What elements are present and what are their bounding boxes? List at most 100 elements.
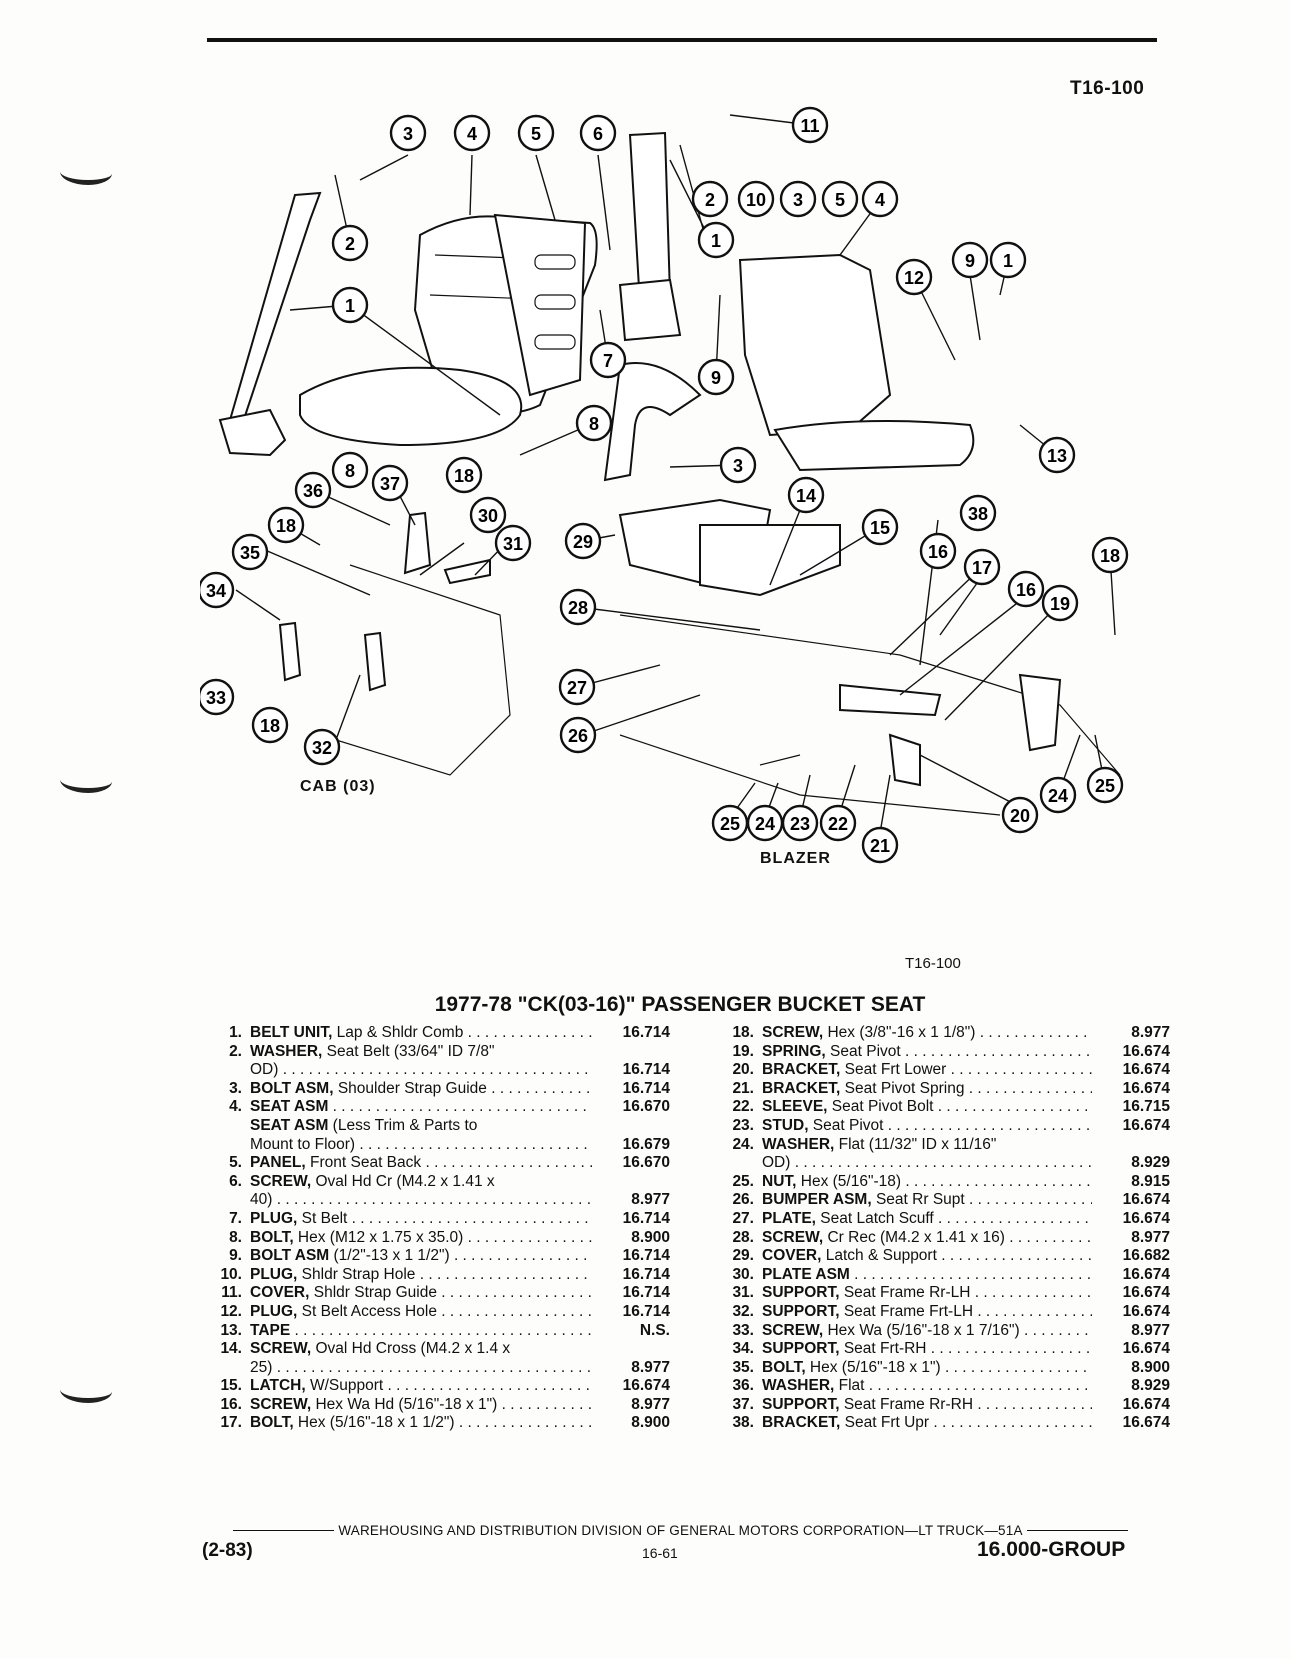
part-description: SUPPORT, Seat Frame Rr-RH <box>762 1396 1092 1415</box>
parts-row: 1.BELT UNIT, Lap & Shldr Comb16.714 <box>200 1024 670 1043</box>
svg-text:15: 15 <box>870 518 890 538</box>
part-name: LATCH, <box>250 1377 306 1395</box>
svg-text:7: 7 <box>603 351 613 371</box>
group-number: 16.714 <box>622 1302 670 1320</box>
callout-19: 19 <box>1041 584 1079 622</box>
svg-text:21: 21 <box>870 836 890 856</box>
parts-row: OD)16.714 <box>200 1061 670 1080</box>
part-description: WASHER, Flat (11/32" ID x 11/16" <box>762 1135 997 1153</box>
callout-7: 7 <box>589 341 627 379</box>
parts-row: 13.TAPEN.S. <box>200 1322 670 1341</box>
svg-text:29: 29 <box>573 532 593 552</box>
binder-hole-mark <box>60 768 112 793</box>
svg-text:10: 10 <box>746 190 766 210</box>
svg-text:23: 23 <box>790 814 810 834</box>
svg-text:24: 24 <box>1048 786 1068 806</box>
svg-text:9: 9 <box>711 368 721 388</box>
callout-21: 21 <box>861 826 899 864</box>
blazer-label: BLAZER <box>760 850 831 867</box>
part-description: BUMPER ASM, Seat Rr Supt <box>762 1191 1092 1210</box>
svg-text:4: 4 <box>875 190 885 210</box>
part-name: PLUG, <box>250 1302 298 1320</box>
part-name: SUPPORT, <box>762 1395 840 1413</box>
part-description: SEAT ASM (Less Trim & Parts to <box>250 1116 478 1134</box>
svg-text:26: 26 <box>568 726 588 746</box>
parts-row: 11.COVER, Shldr Strap Guide16.714 <box>200 1284 670 1303</box>
part-number: 20. <box>732 1061 754 1079</box>
parts-row: 14.SCREW, Oval Hd Cross (M4.2 x 1.4 x <box>200 1340 670 1359</box>
part-name: SCREW, <box>250 1340 312 1358</box>
callout-5: 5 <box>517 114 555 152</box>
part-description: SUPPORT, Seat Frame Frt-LH <box>762 1303 1092 1322</box>
group-number: 16.674 <box>622 1377 670 1395</box>
parts-row: 17.BOLT, Hex (5/16"-18 x 1 1/2")8.900 <box>200 1414 670 1433</box>
callout-balloons: 1112233344556788991011121314151616171818… <box>200 106 1129 864</box>
part-description: BRACKET, Seat Frt Upr <box>762 1414 1092 1433</box>
part-name: SUPPORT, <box>762 1340 840 1358</box>
callout-24: 24 <box>746 804 784 842</box>
part-number: 14. <box>220 1340 242 1358</box>
group-number: 16.714 <box>622 1061 670 1079</box>
part-name: SCREW, <box>250 1172 312 1190</box>
group-number: 16.674 <box>1122 1061 1170 1079</box>
footer-group: 16.000-GROUP <box>977 1538 1126 1561</box>
part-description: 40) <box>250 1191 592 1210</box>
svg-text:19: 19 <box>1050 594 1070 614</box>
part-number: 6. <box>229 1172 242 1190</box>
parts-row: 4.SEAT ASM16.670 <box>200 1098 670 1117</box>
group-number: 16.674 <box>1122 1265 1170 1283</box>
callout-16: 16 <box>919 532 957 570</box>
callout-29: 29 <box>564 522 602 560</box>
parts-list-right: 18.SCREW, Hex (3/8"-16 x 1 1/8")8.97719.… <box>712 1024 1170 1433</box>
part-number: 1. <box>229 1024 242 1041</box>
part-description: Mount to Floor) <box>250 1136 592 1155</box>
svg-text:3: 3 <box>403 124 413 144</box>
callout-20: 20 <box>1001 796 1039 834</box>
svg-text:16: 16 <box>1016 580 1036 600</box>
group-number <box>592 1117 670 1136</box>
group-number: 8.900 <box>631 1228 670 1246</box>
part-description: BOLT ASM, Shoulder Strap Guide <box>250 1080 592 1099</box>
group-number: 8.915 <box>1131 1172 1170 1190</box>
callout-8: 8 <box>331 451 369 489</box>
group-number <box>592 1173 670 1192</box>
belt-retractor <box>618 278 682 342</box>
callout-4: 4 <box>453 114 491 152</box>
svg-text:33: 33 <box>206 688 226 708</box>
parts-row: 7.PLUG, St Belt16.714 <box>200 1210 670 1229</box>
part-number: 37. <box>732 1395 754 1413</box>
binder-hole-mark <box>60 160 112 185</box>
part-number: 16. <box>220 1395 242 1413</box>
group-number: 8.977 <box>1131 1321 1170 1339</box>
callout-18: 18 <box>445 456 483 494</box>
callout-3: 3 <box>719 446 757 484</box>
parts-row: 3.BOLT ASM, Shoulder Strap Guide16.714 <box>200 1080 670 1099</box>
svg-text:31: 31 <box>503 534 523 554</box>
part-number: 23. <box>732 1116 754 1134</box>
group-number: 16.674 <box>1122 1116 1170 1134</box>
part-name: BUMPER ASM, <box>762 1191 872 1209</box>
callout-2: 2 <box>691 180 729 218</box>
part-description: BOLT ASM (1/2"-13 x 1 1/2") <box>250 1247 592 1266</box>
part-name: SCREW, <box>250 1395 312 1413</box>
part-number <box>200 1117 250 1136</box>
seat-pivot-bracket <box>839 683 942 717</box>
part-name: NUT, <box>762 1172 797 1190</box>
part-name: SEAT ASM <box>250 1098 329 1116</box>
parts-row: 37.SUPPORT, Seat Frame Rr-RH16.674 <box>712 1396 1170 1415</box>
parts-row: 23.STUD, Seat Pivot16.674 <box>712 1117 1170 1136</box>
part-number: 3. <box>229 1079 242 1097</box>
part-description: SCREW, Oval Hd Cr (M4.2 x 1.41 x <box>250 1172 495 1190</box>
parts-row: 10.PLUG, Shldr Strap Hole16.714 <box>200 1266 670 1285</box>
part-description: SEAT ASM <box>250 1098 592 1117</box>
group-number: 16.714 <box>622 1024 670 1041</box>
callout-4: 4 <box>861 180 899 218</box>
part-name: WASHER, <box>762 1377 835 1395</box>
callout-33: 33 <box>200 678 235 716</box>
part-description: SPRING, Seat Pivot <box>762 1043 1092 1062</box>
part-number: 27. <box>732 1209 754 1227</box>
callout-6: 6 <box>579 114 617 152</box>
part-name: BELT UNIT, <box>250 1024 333 1041</box>
callout-38: 38 <box>959 494 997 532</box>
part-number <box>200 1061 250 1080</box>
